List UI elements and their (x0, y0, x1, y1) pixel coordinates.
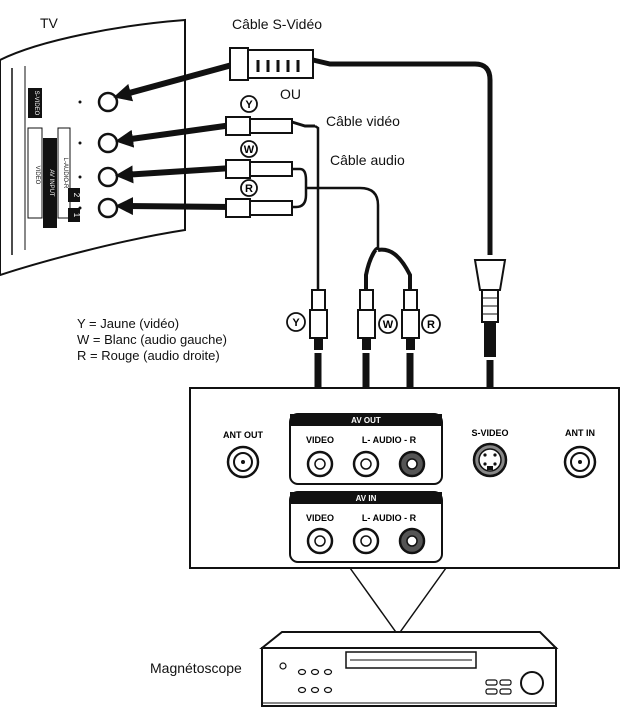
or-label: OU (280, 86, 301, 102)
plug-marks (240, 95, 441, 334)
av-out-label: AV OUT (351, 416, 381, 425)
ant-out-label: ANT OUT (223, 430, 263, 440)
av-out-audio-label: L- AUDIO - R (362, 435, 417, 445)
vcr-device (259, 631, 559, 707)
plug-mark-y-bottom: Y (292, 317, 300, 329)
plug-mark-r-top: R (245, 183, 253, 195)
ant-out-jack (226, 445, 260, 479)
plug-mark-r-bottom: R (427, 319, 435, 331)
rca-plugs-tv-end (225, 116, 315, 218)
ant-in-label: ANT IN (565, 428, 595, 438)
svideo-cable-label: Câble S-Vidéo (232, 16, 323, 32)
rear-svideo-label: S-VIDEO (471, 428, 508, 438)
svideo-jack (472, 442, 508, 478)
tv-av-input-label: AV INPUT (48, 169, 54, 197)
av-in-group (289, 491, 443, 563)
svideo-cable (229, 47, 507, 357)
av-out-group (289, 413, 443, 485)
audio-cable-label: Câble audio (330, 152, 405, 168)
ant-in-jack (563, 445, 597, 479)
legend-red: R = Rouge (audio droite) (77, 348, 220, 363)
av-out-video-label: VIDEO (306, 435, 334, 445)
tv-svideo-label: S-VIDEO (33, 91, 39, 116)
av-in-label: AV IN (356, 494, 377, 503)
legend-white: W = Blanc (audio gauche) (77, 332, 227, 347)
tv-video-label: VIDEO (34, 166, 40, 185)
tv-panel (0, 18, 186, 277)
av-in-audio-label: L- AUDIO - R (362, 513, 417, 523)
plug-mark-w-top: W (244, 144, 255, 156)
tv-input-arrows (113, 62, 233, 216)
legend-yellow: Y = Jaune (vidéo) (77, 316, 180, 331)
plug-mark-w-bottom: W (383, 319, 394, 331)
callout-lines (349, 567, 447, 637)
tv-jacks (97, 91, 119, 219)
av-in-video-label: VIDEO (306, 513, 334, 523)
rca-plugs-vcr-end (309, 289, 420, 350)
audio-split (364, 246, 412, 290)
tv-input-1-label: 1 (72, 213, 81, 218)
plug-mark-y-top: Y (245, 99, 253, 111)
audio-cable (306, 186, 380, 250)
video-cable (314, 124, 320, 290)
tv-label: TV (40, 15, 58, 31)
tv-input-2-label: 2 (72, 193, 81, 198)
video-cable-label: Câble vidéo (326, 113, 400, 129)
tv-audio-label: L-AUDIO-R (62, 158, 68, 189)
vcr-label: Magnétoscope (150, 660, 242, 676)
